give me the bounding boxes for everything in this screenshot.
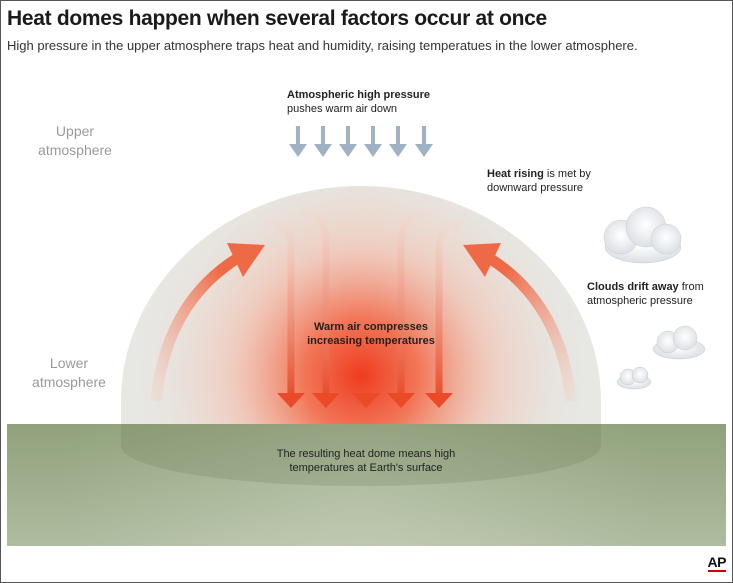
page-title: Heat domes happen when several factors o… <box>7 7 547 30</box>
clouds-label-bold: Clouds drift away <box>587 281 679 293</box>
lower-atmosphere-line1: Lower <box>49 355 89 371</box>
clouds-label-text2: atmospheric pressure <box>587 295 693 307</box>
heat-rising-label: Heat rising is met by downward pressure <box>487 167 591 195</box>
pressure-arrows <box>289 126 433 157</box>
rising-arrow-left <box>150 251 244 402</box>
pressure-label-bold: Atmospheric high pressure <box>287 89 431 101</box>
page-subtitle: High pressure in the upper atmosphere tr… <box>7 38 638 53</box>
upper-atmosphere-line1: Upper <box>55 123 95 139</box>
compression-label-line2: increasing temperatures <box>307 335 435 347</box>
pressure-label: Atmospheric high pressure pushes warm ai… <box>287 88 430 116</box>
compression-arrow-heads <box>277 393 453 408</box>
heat-rising-bold: Heat rising <box>487 168 544 180</box>
cloud-large <box>603 206 682 264</box>
clouds-label: Clouds drift away from atmospheric press… <box>587 280 704 308</box>
surface-label-line1: The resulting heat dome means high <box>276 448 456 460</box>
rising-arrow-right <box>483 251 577 402</box>
upper-atmosphere-label: Upper atmosphere <box>20 122 130 160</box>
lower-atmosphere-label: Lower atmosphere <box>14 354 124 392</box>
compression-label-line1: Warm air compresses <box>314 321 428 333</box>
lower-atmosphere-line2: atmosphere <box>32 374 106 390</box>
rising-arrow-right-head <box>463 243 501 277</box>
heat-rising-text2: downward pressure <box>487 182 583 194</box>
surface-label-line2: temperatures at Earth's surface <box>289 462 443 474</box>
cloud-small <box>616 366 652 390</box>
heat-rising-text1: is met by <box>543 168 591 180</box>
cloud-medium <box>652 325 706 360</box>
upper-atmosphere-line2: atmosphere <box>38 142 112 158</box>
compression-arrows <box>270 206 464 393</box>
surface-label: The resulting heat dome means high tempe… <box>236 447 496 475</box>
ap-logo: AP <box>707 554 727 572</box>
pressure-label-text: pushes warm air down <box>287 103 398 115</box>
clouds-label-text1: from <box>678 281 704 293</box>
rising-arrow-left-head <box>227 243 265 277</box>
compression-label: Warm air compresses increasing temperatu… <box>281 320 461 348</box>
